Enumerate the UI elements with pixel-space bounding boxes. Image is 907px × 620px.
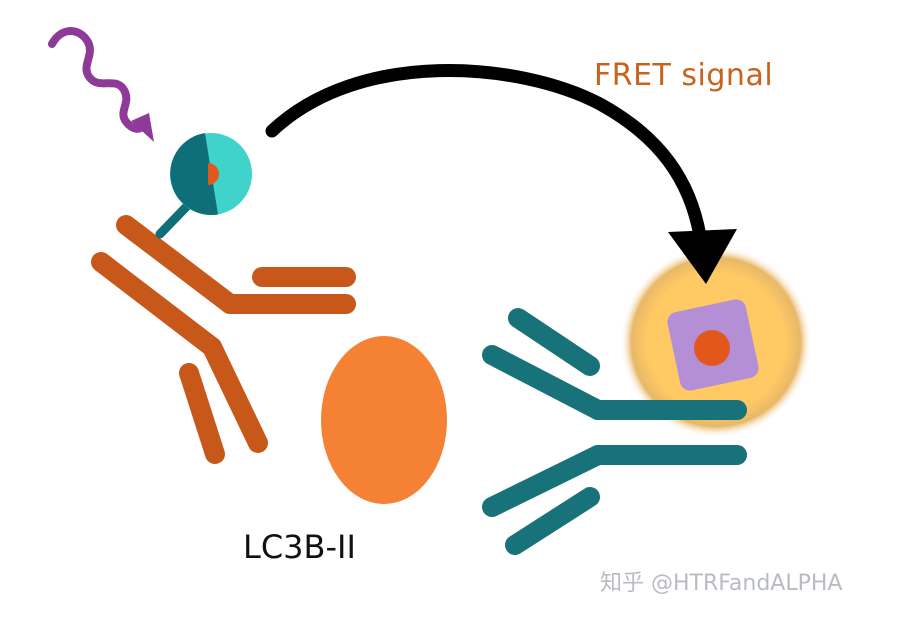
acceptor-antibody xyxy=(482,308,747,555)
watermark-text: 知乎 @HTRFandALPHA xyxy=(600,571,843,596)
antigen-lc3b-ii xyxy=(321,336,447,504)
donor-fluorophore-icon xyxy=(170,133,252,216)
acceptor-fluorophore-icon xyxy=(667,299,759,391)
antigen-label: LC3B-II xyxy=(243,528,356,566)
fret-signal-label: FRET signal xyxy=(594,58,774,93)
wavy-arrow-icon xyxy=(48,27,154,142)
donor-linker xyxy=(155,199,194,239)
donor-antibody xyxy=(91,215,356,464)
curved-arrow-icon xyxy=(265,64,737,284)
